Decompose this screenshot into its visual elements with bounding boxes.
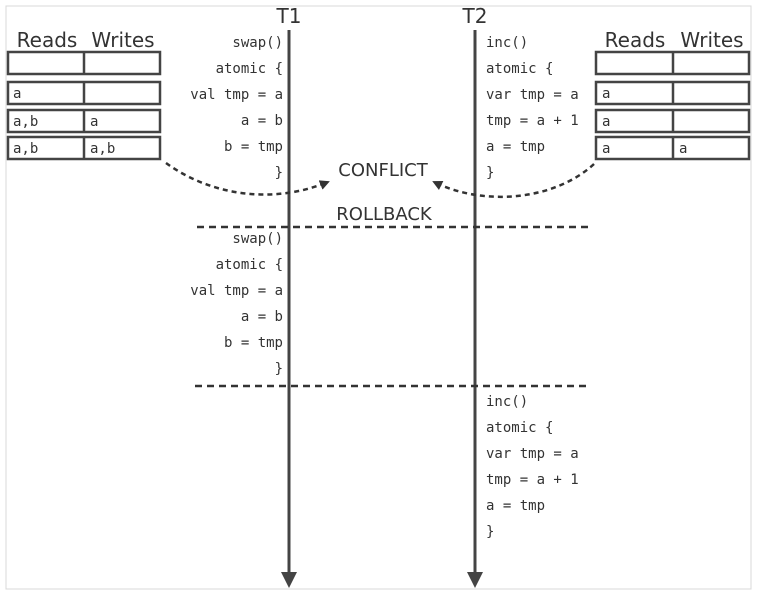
left-writes-header: Writes bbox=[91, 28, 154, 52]
right-reads-header: Reads bbox=[605, 28, 666, 52]
code-line: a = tmp bbox=[486, 139, 545, 155]
code-line: a = b bbox=[241, 309, 283, 325]
thread-t1-label: T1 bbox=[276, 4, 302, 28]
code-line: atomic { bbox=[486, 420, 553, 436]
code-line: } bbox=[486, 165, 494, 181]
right-conflict-arrow bbox=[432, 163, 595, 198]
diagram-frame bbox=[5, 5, 752, 590]
t2-first-code-block: inc() atomic { var tmp = a tmp = a + 1 a… bbox=[486, 35, 579, 181]
code-line: } bbox=[275, 361, 283, 377]
code-line: a = b bbox=[241, 113, 283, 129]
writes-cell: a bbox=[679, 141, 687, 157]
reads-cell: a bbox=[13, 86, 21, 102]
code-line: b = tmp bbox=[224, 335, 283, 351]
thread-t2-label: T2 bbox=[462, 4, 488, 28]
code-line: tmp = a + 1 bbox=[486, 472, 579, 488]
conflict-label: CONFLICT bbox=[338, 160, 428, 181]
right-readwrite-table: Reads Writes a a a a bbox=[594, 28, 751, 161]
code-line: atomic { bbox=[216, 257, 283, 273]
rollback-label: ROLLBACK bbox=[336, 204, 433, 225]
code-line: atomic { bbox=[216, 61, 283, 77]
code-line: swap() bbox=[232, 231, 283, 247]
reads-cell: a bbox=[602, 141, 610, 157]
code-line: val tmp = a bbox=[190, 87, 283, 103]
reads-cell: a bbox=[602, 114, 610, 130]
code-line: atomic { bbox=[486, 61, 553, 77]
code-line: } bbox=[486, 524, 494, 540]
code-line: swap() bbox=[232, 35, 283, 51]
code-line: tmp = a + 1 bbox=[486, 113, 579, 129]
t1-retry-code-block: swap() atomic { val tmp = a a = b b = tm… bbox=[190, 231, 283, 377]
reads-cell: a,b bbox=[13, 141, 38, 157]
left-conflict-arrow bbox=[165, 161, 330, 196]
writes-cell: a,b bbox=[90, 141, 115, 157]
writes-cell: a bbox=[90, 114, 98, 130]
reads-cell: a bbox=[602, 86, 610, 102]
code-line: } bbox=[275, 165, 283, 181]
right-writes-header: Writes bbox=[680, 28, 743, 52]
t1-first-code-block: swap() atomic { val tmp = a a = b b = tm… bbox=[190, 35, 283, 181]
reads-cell: a,b bbox=[13, 114, 38, 130]
code-line: b = tmp bbox=[224, 139, 283, 155]
code-line: val tmp = a bbox=[190, 283, 283, 299]
code-line: inc() bbox=[486, 394, 528, 410]
thread-t1-arrowhead bbox=[281, 572, 297, 588]
thread-t2-arrowhead bbox=[467, 572, 483, 588]
code-line: var tmp = a bbox=[486, 446, 579, 462]
t2-second-code-block: inc() atomic { var tmp = a tmp = a + 1 a… bbox=[486, 394, 579, 540]
left-reads-header: Reads bbox=[17, 28, 78, 52]
code-line: var tmp = a bbox=[486, 87, 579, 103]
code-line: inc() bbox=[486, 35, 528, 51]
code-line: a = tmp bbox=[486, 498, 545, 514]
left-readwrite-table: Reads Writes a a,b a a,b a,b bbox=[6, 28, 162, 161]
